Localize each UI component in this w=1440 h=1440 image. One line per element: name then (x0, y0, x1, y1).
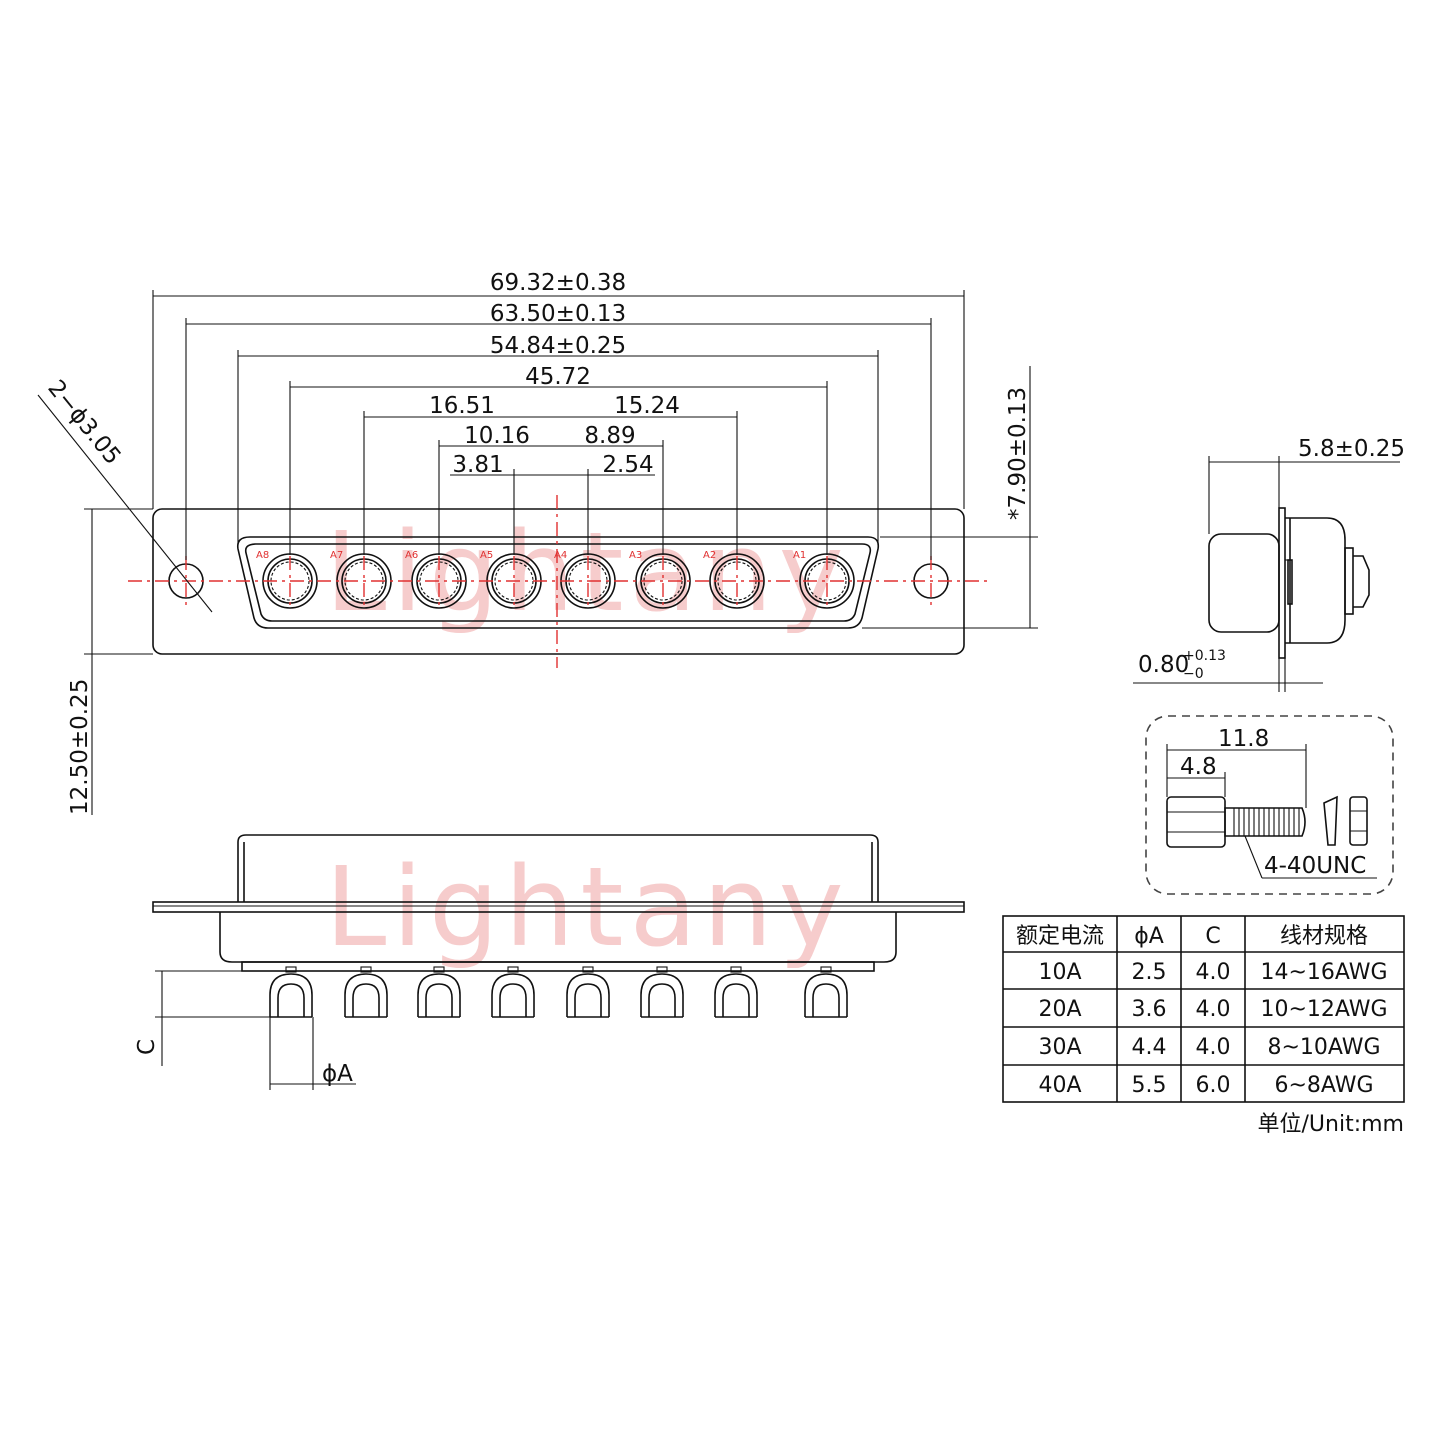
dim-flange-height: 12.50±0.25 (67, 679, 93, 815)
table-cell: 10~12AWG (1260, 997, 1387, 1022)
pin-label: A2 (703, 550, 716, 561)
terminal (417, 966, 461, 1018)
table-cell: 4.0 (1196, 960, 1231, 985)
dim-left-16: 16.51 (429, 393, 495, 419)
table-header-c: C (1205, 924, 1220, 949)
table-header-current: 额定电流 (1016, 924, 1104, 949)
pin-label: A1 (793, 550, 806, 561)
table-cell: 40A (1038, 1073, 1081, 1098)
terminal (344, 966, 388, 1018)
pin-label: A4 (554, 550, 567, 561)
table-cell: 2.5 (1132, 960, 1167, 985)
dim-flange-tol-upper: +0.13 (1183, 648, 1226, 664)
table-header-wire: 线材规格 (1280, 924, 1368, 949)
table-cell: 20A (1038, 997, 1081, 1022)
dim-right-15: 15.24 (614, 393, 680, 419)
bottom-shell-top (237, 834, 879, 902)
screw-detail-frame (1145, 715, 1394, 895)
front-flange (152, 508, 965, 655)
dim-right-2: 2.54 (602, 452, 653, 478)
watermark-front: Lightany (325, 508, 850, 636)
spec-table: 额定电流 ϕA C 线材规格 10A 2.5 4.0 14~16AWG 20A … (1002, 915, 1405, 1137)
table-cell: 3.6 (1132, 997, 1167, 1022)
label-c: C (134, 1039, 160, 1055)
dim-left-10: 10.16 (464, 423, 530, 449)
dim-hole-spec: 2−ϕ3.05 (42, 375, 125, 469)
bottom-view: C ϕA (134, 834, 965, 1090)
dim-screw-length: 11.8 (1218, 726, 1269, 752)
dim-overall-width: 69.32±0.38 (490, 270, 626, 296)
washer (1323, 795, 1338, 846)
dim-flange-thickness: 0.80 (1138, 652, 1189, 678)
side-flange (1278, 507, 1286, 659)
screw-detail: 11.8 4.8 4-40UNC (1145, 715, 1394, 895)
screw-thread (1224, 807, 1306, 837)
table-cell: 10A (1038, 960, 1081, 985)
terminal (269, 966, 313, 1018)
dim-right-8: 8.89 (584, 423, 635, 449)
pin-label: A8 (256, 550, 269, 561)
label-diameter: ϕA (322, 1061, 353, 1087)
dim-shell-width: 54.84±0.25 (490, 333, 626, 359)
dim-pin-span: 45.72 (525, 364, 591, 390)
table-cell: 4.0 (1196, 1035, 1231, 1060)
terminal (714, 966, 758, 1018)
pin-label: A5 (480, 550, 493, 561)
terminal (804, 966, 848, 1018)
dim-shell-height: *7.90±0.13 (1005, 387, 1031, 520)
table-cell: 4.4 (1132, 1035, 1167, 1060)
label-thread: 4-40UNC (1264, 853, 1366, 879)
unit-note: 单位/Unit:mm (1258, 1112, 1404, 1137)
dim-side-depth: 5.8±0.25 (1298, 436, 1405, 462)
pin-label: A7 (330, 550, 343, 561)
watermark-bottom: Lightany (325, 843, 850, 971)
table-cell: 4.0 (1196, 997, 1231, 1022)
pin-label: A3 (629, 550, 642, 561)
table-cell: 14~16AWG (1260, 960, 1387, 985)
table-cell: 8~10AWG (1267, 1035, 1380, 1060)
screw-hex (1166, 796, 1226, 848)
terminal (566, 966, 610, 1018)
pin-label: A6 (405, 550, 418, 561)
side-body (1208, 533, 1280, 633)
front-shell-inner (244, 543, 872, 622)
table-cell: 6~8AWG (1274, 1073, 1373, 1098)
table-header-diameter: ϕA (1134, 924, 1164, 949)
terminal (491, 966, 535, 1018)
bottom-flange (152, 901, 965, 913)
dim-left-3: 3.81 (452, 452, 503, 478)
dim-flange-tol-lower: −0 (1183, 666, 1204, 682)
pin-A8: A8 (256, 550, 318, 609)
side-view: 5.8±0.25 0.80 +0.13 −0 (1133, 436, 1405, 692)
table-cell: 6.0 (1196, 1073, 1231, 1098)
terminal (640, 966, 684, 1018)
terminal-group (269, 966, 848, 1018)
table-cell: 5.5 (1132, 1073, 1167, 1098)
dim-mount-hole-spacing: 63.50±0.13 (490, 301, 626, 327)
nut (1349, 796, 1368, 846)
dim-hex-length: 4.8 (1180, 754, 1217, 780)
table-cell: 30A (1038, 1035, 1081, 1060)
